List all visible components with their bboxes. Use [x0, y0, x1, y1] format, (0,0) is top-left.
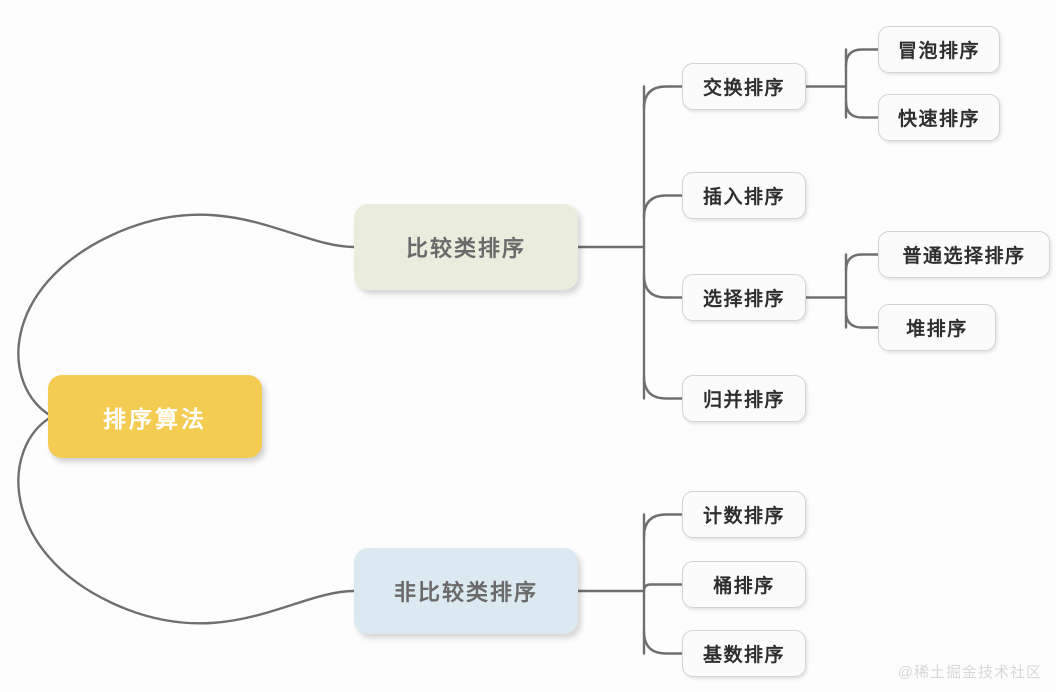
connector-edge	[844, 100, 880, 119]
node-leaf-counting[interactable]: 计数排序	[682, 491, 806, 538]
node-leaf-merge[interactable]: 归并排序	[682, 375, 806, 422]
connector-edge	[17, 415, 356, 625]
node-leaf-heap-label: 堆排序	[906, 319, 968, 340]
connector-edge	[642, 630, 684, 655]
connector-edge	[642, 85, 684, 110]
node-leaf-selection[interactable]: 选择排序	[682, 274, 806, 321]
node-branch-compare[interactable]: 比较类排序	[354, 204, 578, 290]
node-root-sorting-algorithms[interactable]: 排序算法	[48, 375, 262, 458]
node-branch-noncompare[interactable]: 非比较类排序	[354, 548, 578, 634]
node-leaf-bucket-label: 桶排序	[713, 576, 775, 597]
node-leaf-merge-label: 归并排序	[702, 390, 785, 411]
node-leaf-counting-label: 计数排序	[702, 506, 785, 527]
node-leaf-heap[interactable]: 堆排序	[878, 304, 996, 351]
connector-edge	[642, 274, 684, 299]
connector-edge	[642, 583, 684, 593]
node-leaf-insertion-label: 插入排序	[702, 187, 785, 208]
node-leaf-quick-label: 快速排序	[897, 109, 980, 130]
node-leaf-selection-label: 选择排序	[702, 289, 785, 310]
connector-edge	[844, 48, 880, 67]
connector-edge	[844, 253, 880, 272]
node-leaf-exchange[interactable]: 交换排序	[682, 63, 806, 110]
node-leaf-insertion[interactable]: 插入排序	[682, 172, 806, 219]
connector-edge	[17, 213, 356, 418]
node-leaf-radix[interactable]: 基数排序	[682, 630, 806, 677]
node-leaf-exchange-label: 交换排序	[702, 78, 785, 99]
node-leaf-radix-label: 基数排序	[702, 645, 785, 666]
node-leaf-bubble-label: 冒泡排序	[897, 41, 980, 62]
connector-edge	[642, 194, 684, 219]
connector-edge	[844, 310, 880, 329]
node-leaf-simple-selection[interactable]: 普通选择排序	[878, 231, 1050, 278]
node-leaf-bucket[interactable]: 桶排序	[682, 561, 806, 608]
node-branch-compare-label: 比较类排序	[405, 236, 526, 261]
connector-edge	[642, 513, 684, 538]
node-leaf-bubble[interactable]: 冒泡排序	[878, 26, 1000, 73]
connector-edge	[642, 375, 684, 400]
node-leaf-simple-selection-label: 普通选择排序	[902, 246, 1026, 267]
node-branch-noncompare-label: 非比较类排序	[393, 580, 538, 605]
node-leaf-quick[interactable]: 快速排序	[878, 94, 1000, 141]
watermark: @稀土掘金技术社区	[897, 664, 1042, 681]
node-root-sorting-algorithms-label: 排序算法	[103, 405, 207, 432]
